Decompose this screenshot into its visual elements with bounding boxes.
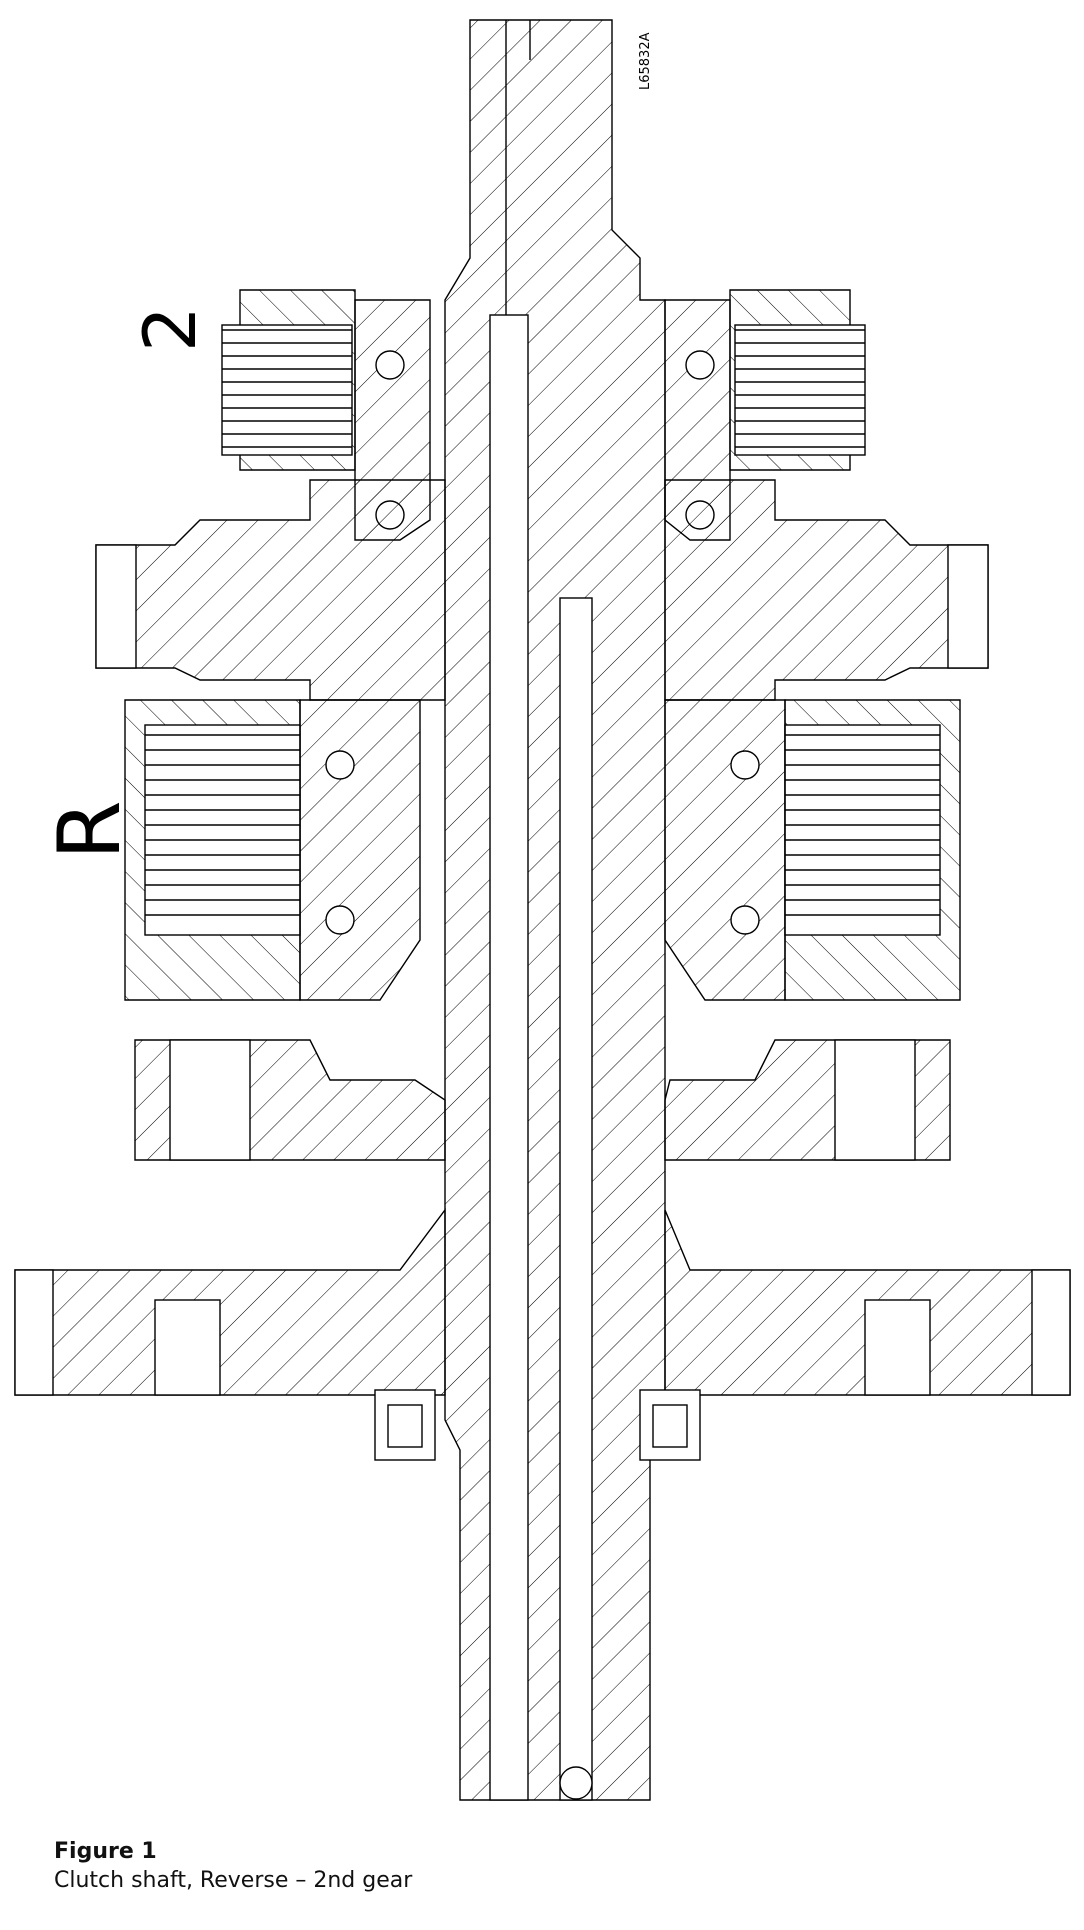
- bearing-right: [639, 1389, 701, 1461]
- clutch-2-label: 2: [128, 306, 212, 352]
- main-shaft: [444, 19, 666, 1801]
- clutch-shaft-drawing: [14, 19, 1071, 1801]
- middle-gear-hub: [95, 479, 989, 701]
- clutch-r-pack-right: [664, 699, 961, 1001]
- drawing-code: L65832A: [638, 32, 653, 91]
- lower-gear: [134, 1039, 951, 1161]
- figure-number: Figure 1: [54, 1839, 157, 1864]
- clutch-r-label: R: [40, 800, 140, 860]
- clutch-2-discs-left: [221, 324, 353, 456]
- figure-caption: Figure 1 Clutch shaft, Reverse – 2nd gea…: [54, 1838, 412, 1896]
- clutch-2-discs-right: [734, 324, 866, 456]
- clutch-r-discs-left: [144, 724, 301, 936]
- clutch-r-discs-right: [784, 724, 941, 936]
- bearing-left: [374, 1389, 436, 1461]
- clutch-r-pack-left: [124, 699, 421, 1001]
- output-gear: [14, 1207, 1071, 1396]
- figure-caption-text: Clutch shaft, Reverse – 2nd gear: [54, 1868, 413, 1893]
